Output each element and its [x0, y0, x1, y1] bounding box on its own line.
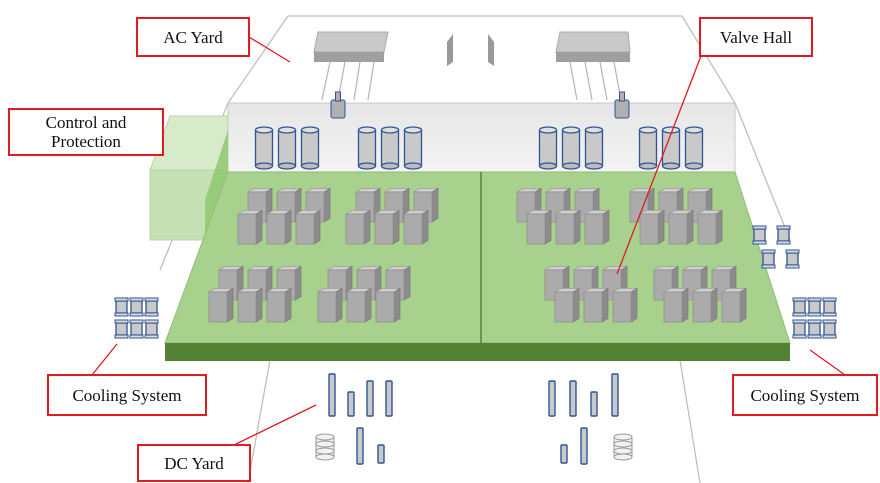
dc-insulator [548, 380, 556, 417]
cylinder [300, 126, 320, 170]
dc-insulator [611, 373, 619, 417]
valve-module [236, 287, 264, 323]
label-valve-hall: Valve Hall [699, 17, 813, 57]
valve-module [662, 287, 690, 323]
valve-module [553, 287, 581, 323]
valve-module [720, 287, 748, 323]
bushing [614, 91, 630, 119]
cylinder [403, 126, 423, 170]
valve-module [402, 209, 430, 245]
dc-insulator [385, 380, 393, 417]
callout-lines [91, 36, 846, 447]
valve-module [265, 209, 293, 245]
label-control-protection: Control and Protection [8, 108, 164, 156]
cooling-unit [752, 225, 767, 245]
cooling-unit [822, 297, 837, 317]
label-cooling-system-right: Cooling System [732, 374, 878, 416]
bushings [330, 91, 630, 119]
valve-module [265, 287, 293, 323]
cylinder [661, 126, 681, 170]
label-control-line1: Control and [45, 113, 127, 132]
valve-module [667, 209, 695, 245]
cooling-unit [114, 297, 129, 317]
label-dc-yard-text: DC Yard [164, 453, 224, 473]
bushing [330, 91, 346, 119]
valve-module [582, 287, 610, 323]
cylinder [638, 126, 658, 170]
dc-tank [315, 433, 335, 461]
cylinder [357, 126, 377, 170]
dc-insulator [590, 391, 598, 417]
cooling-unit [129, 297, 144, 317]
cylinder [380, 126, 400, 170]
label-ac-yard: AC Yard [136, 17, 250, 57]
cooling-unit [807, 297, 822, 317]
dc-insulator [560, 444, 568, 464]
cooling-unit [144, 319, 159, 339]
cylinder [584, 126, 604, 170]
valve-module [236, 209, 264, 245]
ac-yard-equipment [313, 31, 631, 101]
label-dc-yard: DC Yard [137, 444, 251, 482]
label-cooling-right-text: Cooling System [750, 385, 860, 405]
cooling-unit [776, 225, 791, 245]
cooling-unit [792, 297, 807, 317]
dc-insulator [377, 444, 385, 464]
valve-module [373, 209, 401, 245]
valve-module [696, 209, 724, 245]
dc-insulator [356, 427, 364, 465]
floor-front-edge [165, 343, 790, 361]
cylinder [538, 126, 558, 170]
dc-insulator [569, 380, 577, 417]
dc-yard-equipment [315, 373, 633, 465]
dc-tank [613, 433, 633, 461]
label-cooling-left-text: Cooling System [72, 385, 182, 405]
cooling-units [114, 225, 837, 339]
valve-module [207, 287, 235, 323]
valve-module [638, 209, 666, 245]
dc-insulator [347, 391, 355, 417]
converter-transformer-bushings [254, 126, 704, 170]
cooling-unit [114, 319, 129, 339]
dc-insulator [366, 380, 374, 417]
cooling-unit [785, 249, 800, 269]
label-cooling-system-left: Cooling System [47, 374, 207, 416]
valve-module [374, 287, 402, 323]
cooling-unit [807, 319, 822, 339]
cooling-unit [129, 319, 144, 339]
cylinder [277, 126, 297, 170]
valve-module [525, 209, 553, 245]
valve-module [611, 287, 639, 323]
dc-insulator [328, 373, 336, 417]
cooling-unit [792, 319, 807, 339]
valve-module [583, 209, 611, 245]
valve-module [345, 287, 373, 323]
dc-insulator [580, 427, 588, 465]
valve-module [554, 209, 582, 245]
valve-module [316, 287, 344, 323]
label-valve-hall-text: Valve Hall [719, 27, 793, 47]
cooling-unit [144, 297, 159, 317]
valve-modules [207, 187, 748, 323]
cooling-unit [822, 319, 837, 339]
valve-module [691, 287, 719, 323]
label-ac-yard-text: AC Yard [163, 27, 223, 47]
cooling-unit [761, 249, 776, 269]
cylinder [561, 126, 581, 170]
valve-module [294, 209, 322, 245]
label-control-line2: Protection [51, 132, 121, 151]
cylinder [254, 126, 274, 170]
valve-module [344, 209, 372, 245]
cylinder [684, 126, 704, 170]
